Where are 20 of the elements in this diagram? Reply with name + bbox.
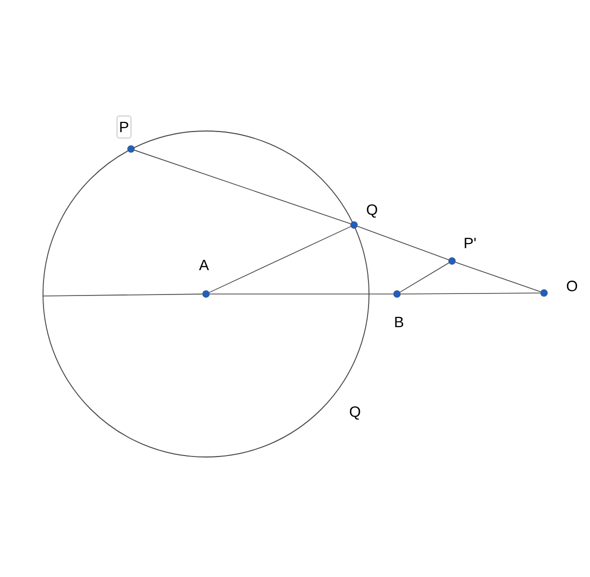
point-label: Q — [366, 204, 378, 218]
point — [448, 257, 456, 265]
point — [127, 145, 135, 153]
point-label: P' — [464, 238, 476, 248]
line-segment — [357, 226, 449, 260]
line-segment — [400, 292, 541, 294]
point-label: P — [116, 116, 132, 138]
line-segment — [208, 226, 352, 293]
line-segment — [455, 262, 541, 292]
point-label: B — [395, 316, 404, 328]
line-segment — [134, 150, 351, 224]
line-segment — [400, 262, 450, 292]
point — [350, 221, 358, 229]
point — [540, 289, 548, 297]
circle-label: Q — [350, 406, 360, 420]
point-label: A — [199, 260, 209, 270]
point — [202, 290, 210, 298]
line-segment — [42, 294, 203, 296]
point-label: O — [566, 280, 578, 292]
point — [393, 290, 401, 298]
